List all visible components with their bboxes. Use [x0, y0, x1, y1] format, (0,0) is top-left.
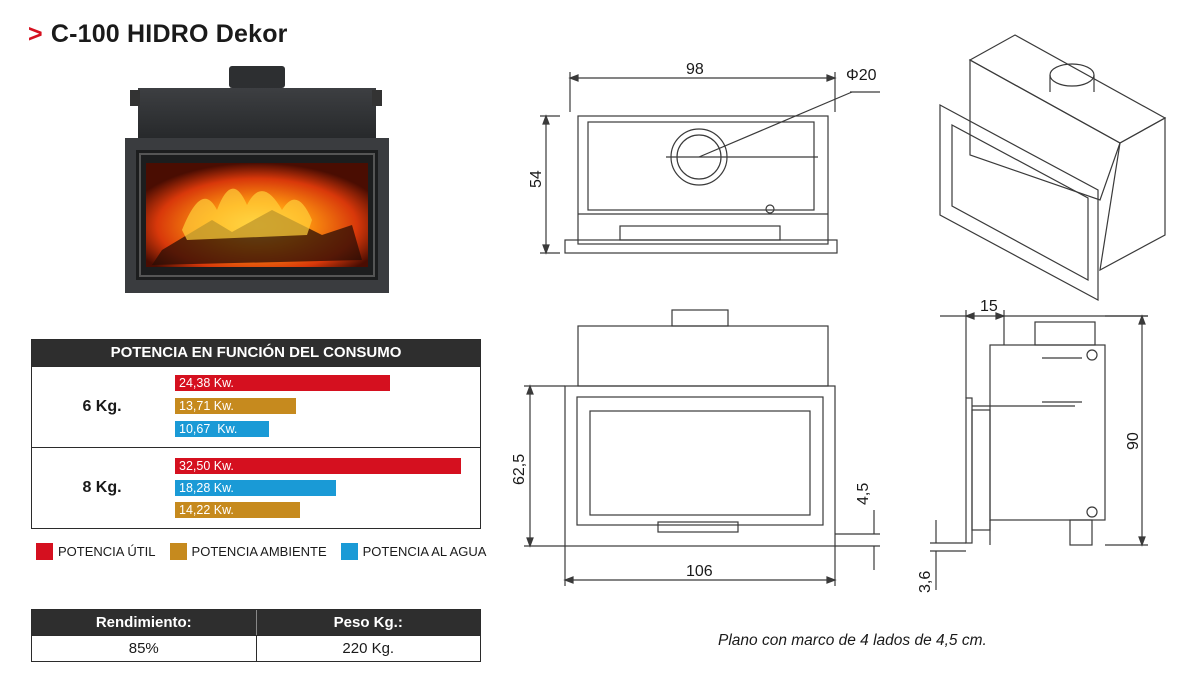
dim-flue-diameter: Φ20: [846, 67, 877, 84]
dim-front-height: 62,5: [511, 454, 528, 485]
drawing-note: Plano con marco de 4 lados de 4,5 cm.: [718, 632, 987, 649]
specs-value-peso: 220 Kg.: [255, 636, 481, 661]
dim-front-width: 106: [686, 563, 713, 580]
legend-item-agua: POTENCIA AL AGUA: [340, 543, 487, 560]
bar-potencia-ambiente: 13,71 Kw.: [175, 398, 296, 414]
consumption-label: 8 Kg.: [82, 479, 122, 496]
dim-top-height: 54: [528, 170, 545, 188]
page-title: >C-100 HIDRO Dekor: [28, 20, 288, 49]
bar-potencia-agua: 10,67 Kw.: [175, 421, 269, 437]
power-row-8kg: 8 Kg. 32,50 Kw. 18,28 Kw. 14,22 Kw.: [32, 447, 480, 528]
specs-header-row: Rendimiento: Peso Kg.:: [32, 610, 480, 635]
dim-frame: 4,5: [855, 483, 872, 505]
legend-swatch: [169, 543, 187, 560]
specs-value-row: 85% 220 Kg.: [32, 635, 480, 661]
isometric-drawing: [939, 34, 1167, 302]
legend-label: POTENCIA ÚTIL: [58, 544, 156, 559]
power-table-header: POTENCIA EN FUNCIÓN DEL CONSUMO: [32, 340, 480, 366]
front-view-drawing: [524, 309, 880, 586]
power-row-6kg: 6 Kg. 24,38 Kw. 13,71 Kw. 10,67 Kw.: [32, 366, 480, 447]
specs-header-peso: Peso Kg.:: [255, 610, 480, 635]
bar-potencia-ambiente: 14,22 Kw.: [175, 502, 300, 518]
consumption-label: 6 Kg.: [82, 398, 122, 415]
specs-value-rendimiento: 85%: [128, 640, 159, 657]
bar-potencia-util: 24,38 Kw.: [175, 375, 390, 391]
power-table: POTENCIA EN FUNCIÓN DEL CONSUMO 6 Kg. 24…: [31, 339, 481, 529]
product-name: C-100 HIDRO Dekor: [50, 20, 288, 48]
legend-label: POTENCIA AMBIENTE: [191, 544, 327, 559]
legend: POTENCIA ÚTIL POTENCIA AMBIENTE POTENCIA…: [36, 543, 500, 560]
fireplace-photo: [125, 66, 389, 293]
specs-header-rendimiento: Rendimiento:: [32, 610, 256, 635]
bar-potencia-agua: 18,28 Kw.: [175, 480, 336, 496]
dim-side-base: 3,6: [917, 571, 934, 593]
dim-side-height: 90: [1125, 432, 1142, 450]
dim-side-depth: 15: [980, 298, 998, 315]
specs-table: Rendimiento: Peso Kg.: 85% 220 Kg.: [31, 609, 481, 662]
legend-item-ambiente: POTENCIA AMBIENTE: [169, 543, 327, 560]
dim-top-width: 98: [686, 61, 704, 78]
top-view-drawing: [540, 72, 880, 255]
side-view-drawing: [930, 310, 1148, 590]
chevron-right-icon: >: [28, 20, 43, 48]
legend-swatch: [36, 543, 53, 560]
bar-potencia-util: 32,50 Kw.: [175, 458, 461, 474]
legend-swatch: [340, 543, 358, 560]
legend-item-util: POTENCIA ÚTIL: [36, 543, 156, 560]
legend-label: POTENCIA AL AGUA: [362, 544, 487, 559]
